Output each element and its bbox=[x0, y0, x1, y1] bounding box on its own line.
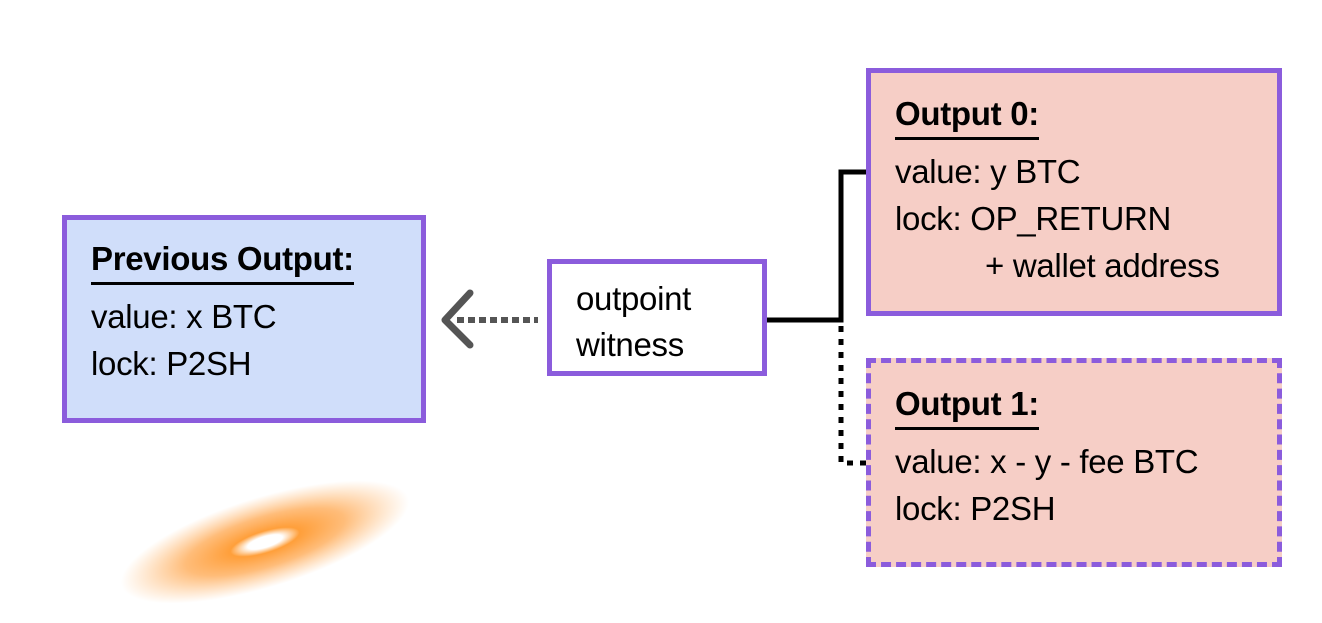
output0-lock: lock: OP_RETURN bbox=[895, 200, 1172, 237]
output1-box: Output 1: value: x - y - fee BTC lock: P… bbox=[866, 358, 1282, 567]
previous-output-title: Previous Output: bbox=[91, 238, 354, 285]
input-outpoint-label: outpoint bbox=[576, 280, 692, 317]
output1-lock: lock: P2SH bbox=[895, 490, 1056, 527]
output0-value: value: y BTC bbox=[895, 153, 1081, 190]
output0-box: Output 0: value: y BTC lock: OP_RETURN +… bbox=[866, 68, 1282, 316]
orange-glow-blob bbox=[120, 480, 410, 604]
output0-lock-continuation: + wallet address bbox=[985, 247, 1220, 284]
connector-output0 bbox=[767, 169, 866, 323]
previous-output-box: Previous Output: value: x BTC lock: P2SH bbox=[62, 215, 426, 423]
input-witness-label: witness bbox=[576, 326, 684, 363]
previous-output-lock: lock: P2SH bbox=[91, 345, 252, 382]
connector-output1 bbox=[838, 326, 866, 466]
spend-arrow-head-icon bbox=[441, 289, 474, 349]
output0-title: Output 0: bbox=[895, 93, 1039, 140]
input-box: outpoint witness bbox=[547, 259, 767, 376]
output1-title: Output 1: bbox=[895, 383, 1039, 430]
previous-output-value: value: x BTC bbox=[91, 298, 277, 335]
output1-value: value: x - y - fee BTC bbox=[895, 443, 1199, 480]
